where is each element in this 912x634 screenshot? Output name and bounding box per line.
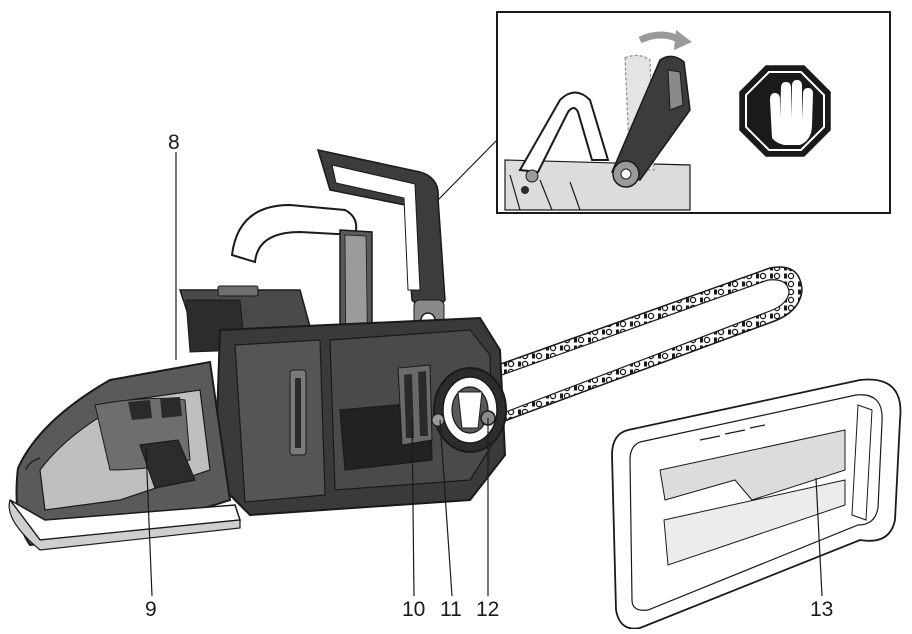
callout-11: 11 bbox=[440, 598, 462, 621]
guide-bar bbox=[469, 266, 803, 432]
callout-9: 9 bbox=[145, 598, 157, 621]
leader-13 bbox=[815, 477, 823, 597]
leader-9 bbox=[145, 447, 153, 597]
stop-hand-icon bbox=[739, 65, 831, 157]
leader-10 bbox=[411, 417, 415, 597]
leader-11 bbox=[439, 419, 453, 597]
callout-12: 12 bbox=[476, 598, 500, 621]
callout-13: 13 bbox=[810, 598, 834, 621]
callout-10: 10 bbox=[402, 598, 426, 621]
guide-bar-cover-illustration bbox=[611, 378, 902, 630]
leader-lines bbox=[145, 152, 823, 597]
callout-8: 8 bbox=[168, 131, 180, 154]
chainsaw-illustration bbox=[8, 148, 507, 551]
